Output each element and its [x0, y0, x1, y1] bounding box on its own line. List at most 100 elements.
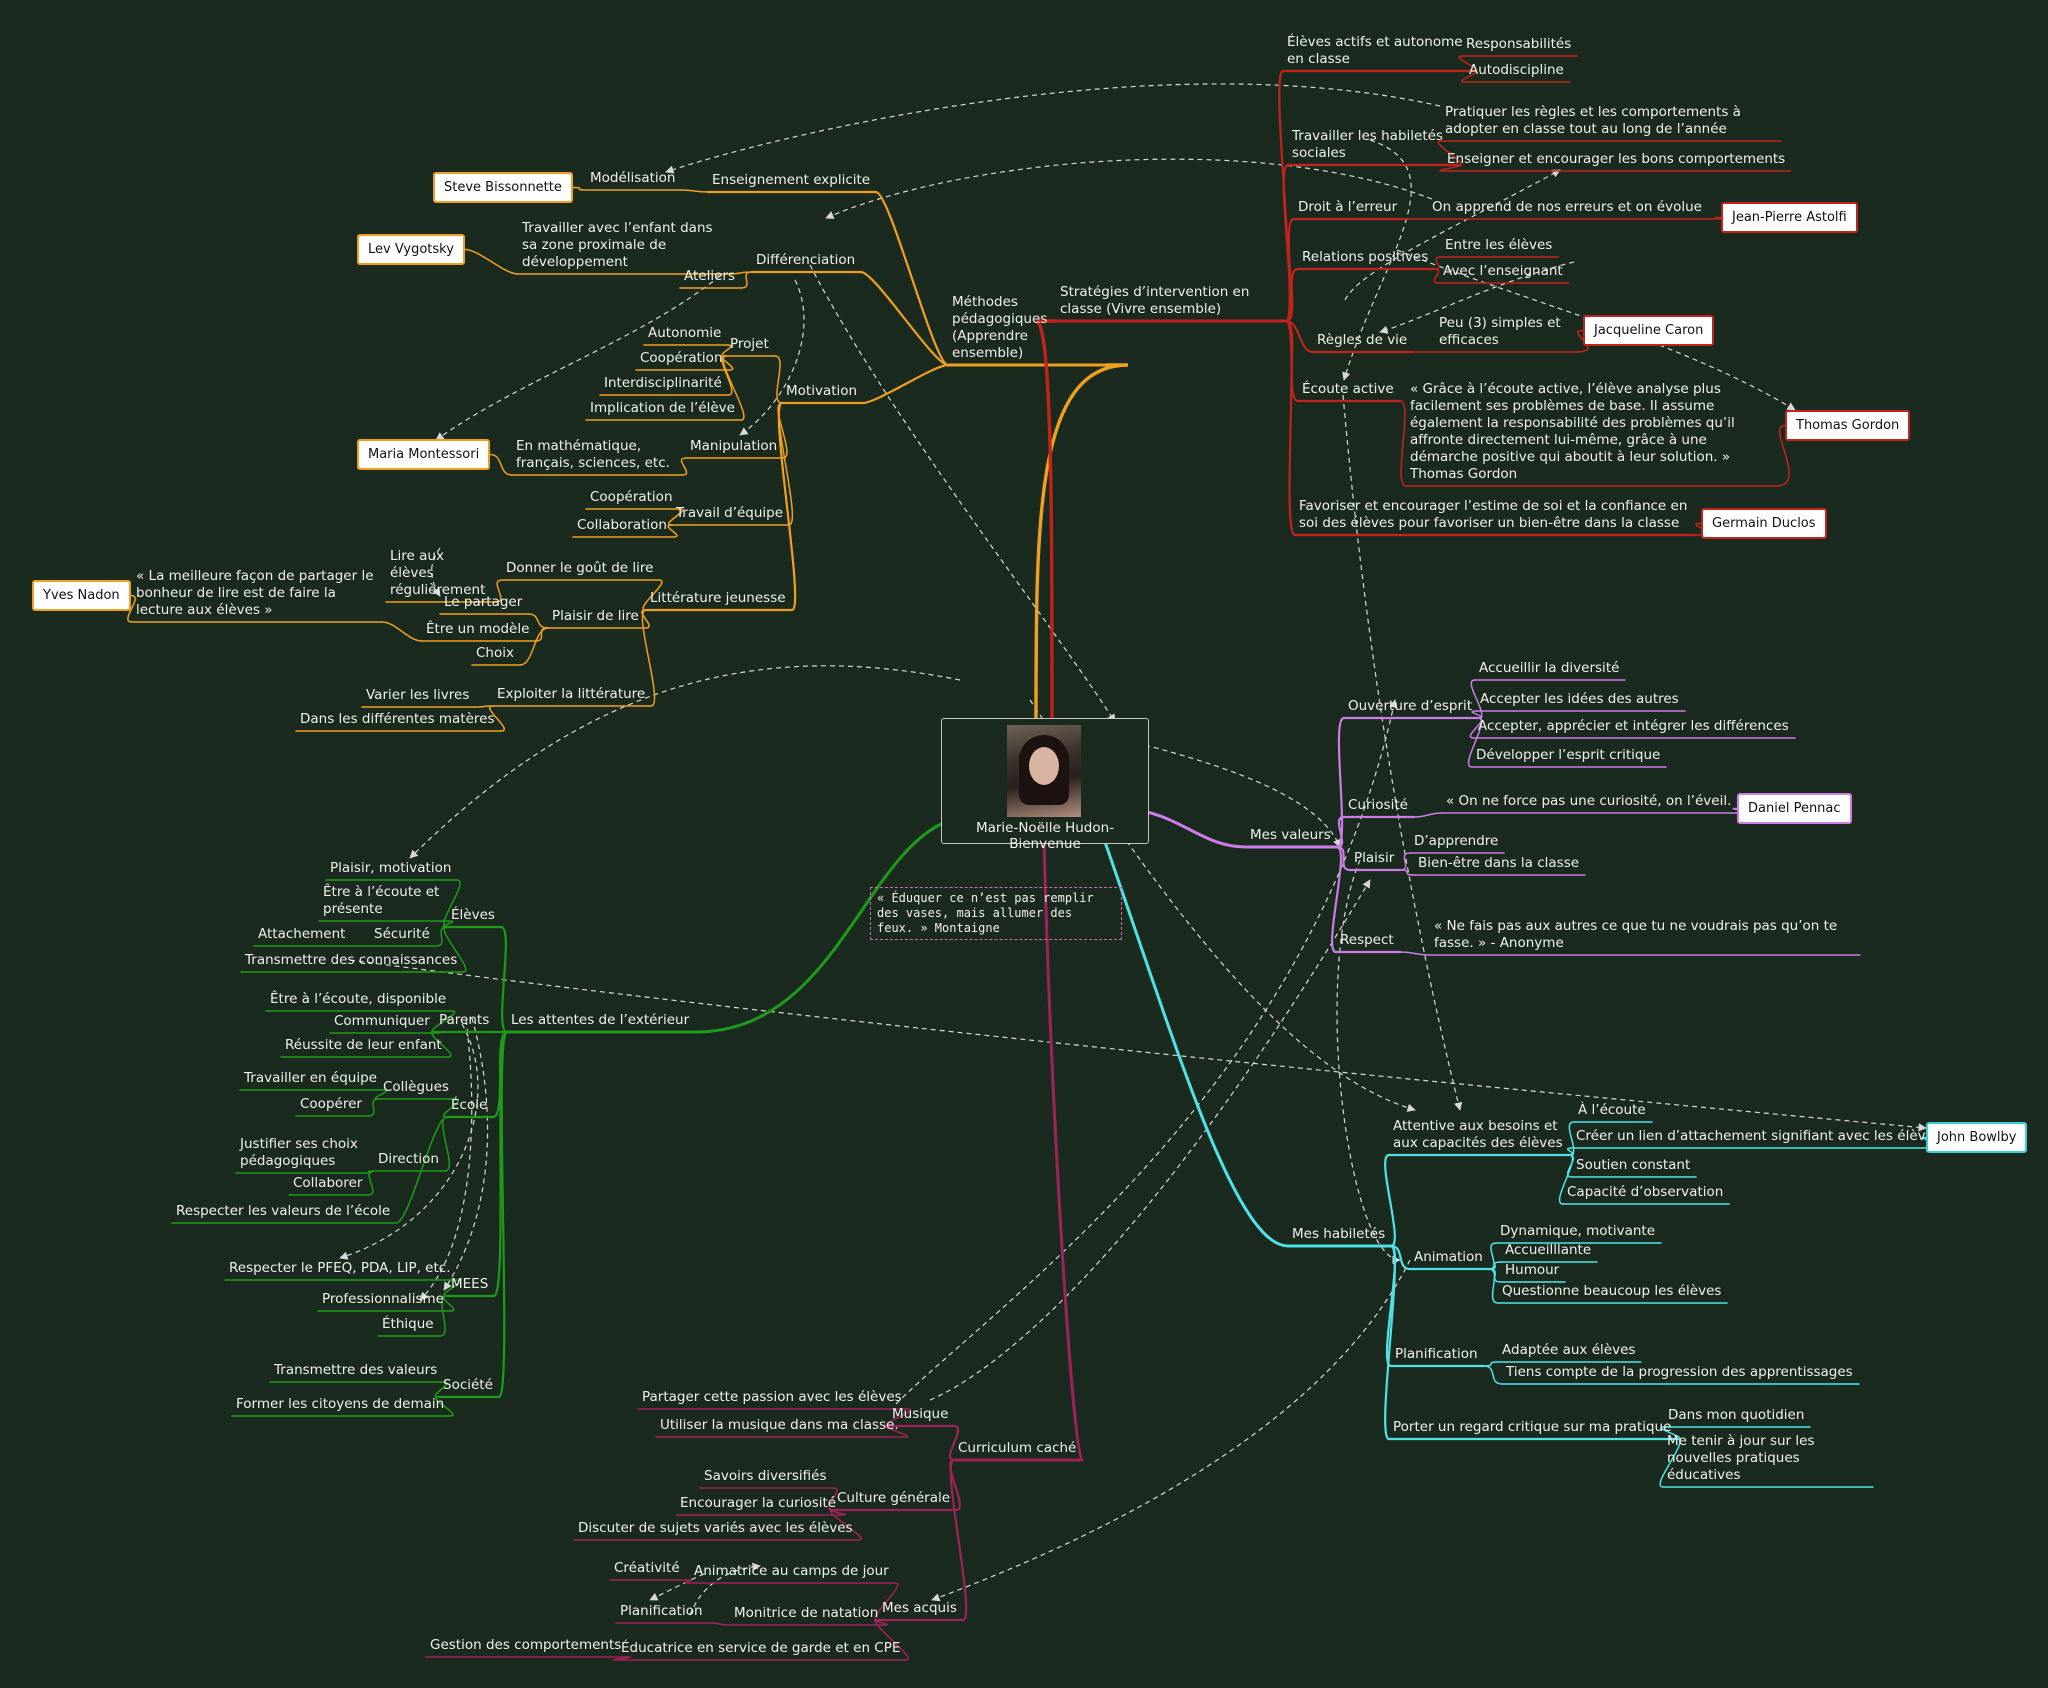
- node-c311[interactable]: Créativité: [614, 1560, 680, 1576]
- node-m[interactable]: Méthodes pédagogiques (Apprendre ensembl…: [952, 294, 1048, 361]
- person-gordon[interactable]: Thomas Gordon: [1785, 410, 1911, 441]
- node-s61[interactable]: « Grâce à l’écoute active, l’élève analy…: [1410, 381, 1735, 482]
- node-s5[interactable]: Règles de vie: [1317, 332, 1408, 348]
- node-v12[interactable]: Accepter les idées des autres: [1480, 691, 1679, 707]
- node-h24[interactable]: Questionne beaucoup les élèves: [1502, 1283, 1722, 1299]
- node-s42[interactable]: Avec l’enseignant: [1443, 263, 1563, 279]
- node-c321[interactable]: Planification: [620, 1603, 703, 1619]
- node-a4[interactable]: MEES: [451, 1276, 489, 1292]
- node-s11[interactable]: Responsabilités: [1466, 36, 1572, 52]
- node-m41[interactable]: Donner le goût de lire: [506, 560, 654, 576]
- node-h4[interactable]: Porter un regard critique sur ma pratiqu…: [1393, 1419, 1672, 1435]
- node-h42[interactable]: Me tenir à jour sur les nouvelles pratiq…: [1667, 1433, 1815, 1483]
- node-s1[interactable]: Élèves actifs et autonome en classe: [1287, 34, 1463, 67]
- node-m22[interactable]: Ateliers: [684, 268, 735, 284]
- node-a52[interactable]: Former les citoyens de demain: [236, 1396, 445, 1412]
- node-s4[interactable]: Relations positives: [1302, 249, 1429, 265]
- node-a43[interactable]: Éthique: [382, 1316, 434, 1332]
- node-c21[interactable]: Savoirs diversifiés: [704, 1468, 827, 1484]
- node-s2[interactable]: Travailler les habiletés sociales: [1292, 128, 1443, 161]
- person-jacq[interactable]: Jacqueline Caron: [1583, 315, 1715, 346]
- node-m312[interactable]: Coopération: [640, 350, 723, 366]
- node-m1[interactable]: Enseignement explicite: [712, 172, 871, 188]
- node-a51[interactable]: Transmettre des valeurs: [274, 1362, 438, 1378]
- node-m421[interactable]: Le partager: [444, 594, 523, 610]
- node-h14[interactable]: Capacité d’observation: [1567, 1184, 1724, 1200]
- node-s31[interactable]: On apprend de nos erreurs et on évolue: [1432, 199, 1702, 215]
- node-a5[interactable]: Société: [443, 1377, 493, 1393]
- node-v3[interactable]: Plaisir: [1354, 850, 1395, 866]
- node-a33[interactable]: Respecter les valeurs de l’école: [176, 1203, 391, 1219]
- node-m422[interactable]: Être un modèle: [426, 621, 530, 637]
- node-s21[interactable]: Pratiquer les règles et les comportement…: [1445, 104, 1741, 137]
- node-s51[interactable]: Peu (3) simples et efficaces: [1439, 315, 1561, 348]
- node-h2[interactable]: Animation: [1414, 1249, 1483, 1265]
- node-h31[interactable]: Adaptée aux élèves: [1502, 1342, 1636, 1358]
- node-h3[interactable]: Planification: [1395, 1346, 1478, 1362]
- node-a31[interactable]: Collègues: [383, 1079, 449, 1095]
- person-steve[interactable]: Steve Bissonnette: [433, 172, 573, 203]
- node-h22[interactable]: Accueilllante: [1505, 1242, 1592, 1258]
- node-m432[interactable]: Dans les différentes matères: [300, 711, 495, 727]
- node-a12[interactable]: Être à l’écoute et présente: [323, 884, 440, 917]
- node-m32[interactable]: Manipulation: [690, 438, 778, 454]
- node-a32[interactable]: Direction: [378, 1151, 439, 1167]
- node-c11[interactable]: Partager cette passion avec les élèves: [642, 1389, 902, 1405]
- node-h41[interactable]: Dans mon quotidien: [1668, 1407, 1805, 1423]
- node-m4221[interactable]: « La meilleure façon de partager le bonh…: [136, 568, 374, 618]
- node-a21[interactable]: Être à l’écoute, disponible: [270, 991, 447, 1007]
- node-a3[interactable]: École: [451, 1097, 488, 1113]
- node-c32[interactable]: Monitrice de natation: [734, 1605, 879, 1621]
- node-a22[interactable]: Communiquer: [334, 1013, 430, 1029]
- node-s[interactable]: Stratégies d’intervention en classe (Viv…: [1060, 284, 1250, 317]
- node-c22[interactable]: Encourager la curiosité: [680, 1495, 837, 1511]
- node-a2[interactable]: Parents: [439, 1012, 490, 1028]
- central-topic[interactable]: Marie-Noëlle Hudon-Bienvenue: [941, 718, 1149, 852]
- node-v1[interactable]: Ouverture d’esprit: [1348, 698, 1473, 714]
- node-m33[interactable]: Travail d’équipe: [676, 505, 784, 521]
- node-c23[interactable]: Discuter de sujets variés avec les élève…: [578, 1520, 853, 1536]
- node-h32[interactable]: Tiens compte de la progression des appre…: [1506, 1364, 1853, 1380]
- node-c31[interactable]: Animatrice au camps de jour: [694, 1563, 889, 1579]
- node-h23[interactable]: Humour: [1505, 1262, 1560, 1278]
- node-v4[interactable]: Respect: [1340, 932, 1394, 948]
- node-m332[interactable]: Collaboration: [577, 517, 667, 533]
- node-s12[interactable]: Autodiscipline: [1469, 62, 1564, 78]
- node-a11[interactable]: Plaisir, motivation: [330, 860, 452, 876]
- person-lev[interactable]: Lev Vygotsky: [357, 234, 465, 265]
- person-jp[interactable]: Jean-Pierre Astolfi: [1721, 202, 1858, 233]
- node-m11[interactable]: Modélisation: [590, 170, 676, 186]
- node-a312[interactable]: Coopérer: [300, 1096, 362, 1112]
- node-s3[interactable]: Droit à l’erreur: [1298, 199, 1398, 215]
- node-m42[interactable]: Plaisir de lire: [552, 608, 639, 624]
- person-bowlby[interactable]: John Bowlby: [1926, 1122, 2028, 1153]
- node-c3[interactable]: Mes acquis: [882, 1600, 957, 1616]
- node-c[interactable]: Curriculum caché: [958, 1440, 1077, 1456]
- node-v2[interactable]: Curiosité: [1348, 797, 1408, 813]
- node-s41[interactable]: Entre les élèves: [1445, 237, 1553, 253]
- node-a321[interactable]: Justifier ses choix pédagogiques: [240, 1136, 358, 1169]
- node-m431[interactable]: Varier les livres: [366, 687, 470, 703]
- node-c331[interactable]: Gestion des comportements: [430, 1637, 622, 1653]
- node-m4[interactable]: Littérature jeunesse: [650, 590, 786, 606]
- node-v21[interactable]: « On ne force pas une curiosité, on l’év…: [1446, 793, 1744, 809]
- node-m313[interactable]: Interdisciplinarité: [604, 375, 722, 391]
- node-a23[interactable]: Réussite de leur enfant: [285, 1037, 442, 1053]
- montaigne-quote-note[interactable]: « Éduquer ce n’est pas remplir des vases…: [870, 887, 1122, 940]
- node-v[interactable]: Mes valeurs: [1250, 827, 1331, 843]
- node-h11[interactable]: À l’écoute: [1578, 1102, 1646, 1118]
- node-h21[interactable]: Dynamique, motivante: [1500, 1223, 1655, 1239]
- node-h1[interactable]: Attentive aux besoins et aux capacités d…: [1393, 1118, 1563, 1151]
- node-a[interactable]: Les attentes de l’extérieur: [511, 1012, 690, 1028]
- node-s6[interactable]: Écoute active: [1302, 381, 1394, 397]
- node-m331[interactable]: Coopération: [590, 489, 673, 505]
- node-m43[interactable]: Exploiter la littérature: [497, 686, 646, 702]
- node-c12[interactable]: Utiliser la musique dans ma classe.: [660, 1417, 899, 1433]
- person-duclos[interactable]: Germain Duclos: [1701, 508, 1827, 539]
- node-s7[interactable]: Favoriser et encourager l’estime de soi …: [1299, 498, 1688, 531]
- node-a322[interactable]: Collaborer: [293, 1175, 363, 1191]
- node-m411[interactable]: Lire aux élèves régulièrement: [390, 548, 486, 598]
- node-c1[interactable]: Musique: [892, 1406, 949, 1422]
- node-a14[interactable]: Transmettre des connaissances: [245, 952, 458, 968]
- node-s22[interactable]: Enseigner et encourager les bons comport…: [1447, 151, 1786, 167]
